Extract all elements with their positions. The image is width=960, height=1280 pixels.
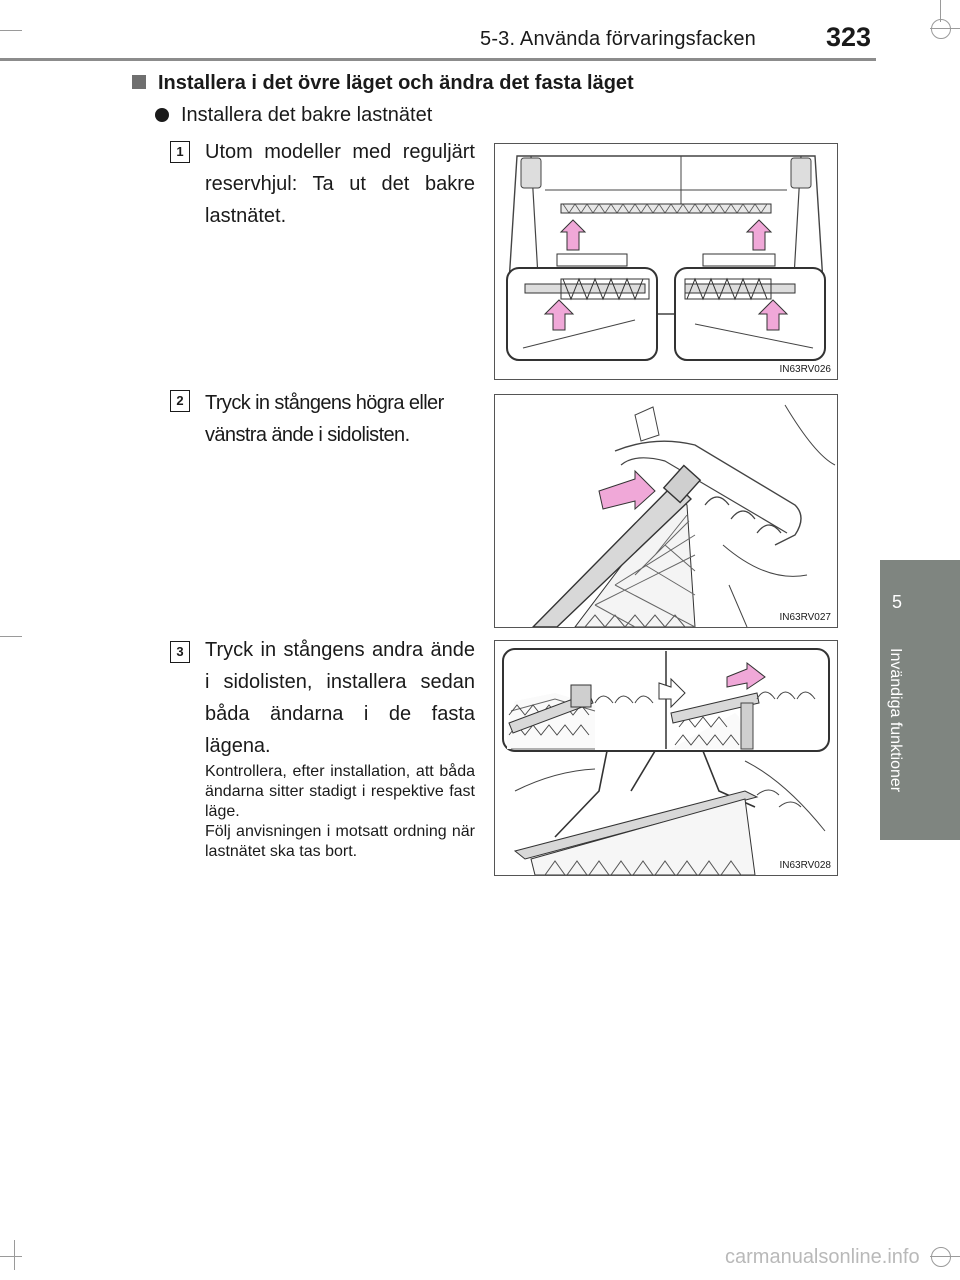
step-text-2: Tryck in stångens högra eller vänstra än…: [205, 392, 444, 446]
step-number-3: 3: [170, 641, 190, 663]
crop-circle: [931, 19, 951, 39]
crop-circle: [931, 1247, 951, 1267]
section-heading-text: Installera i det övre läget och ändra de…: [158, 72, 634, 94]
header-rule: [0, 58, 876, 61]
figure-code: IN63RV028: [779, 860, 831, 871]
crop-mark: [14, 1240, 15, 1270]
page-number: 323: [826, 22, 872, 52]
crop-mark: [0, 30, 22, 31]
crop-mark: [940, 0, 941, 22]
step-number-1: 1: [170, 141, 190, 163]
step-number-2: 2: [170, 390, 190, 412]
crop-mark: [0, 636, 22, 637]
figure-code: IN63RV026: [779, 364, 831, 375]
watermark: carmanualsonline.info: [725, 1246, 920, 1268]
square-bullet-icon: [132, 75, 146, 89]
round-bullet-icon: [155, 108, 169, 122]
chapter-title-text: Invändiga funktioner: [887, 648, 904, 793]
running-header-section: 5-3. Använda förvaringsfacken: [480, 28, 756, 50]
figure-remove-net: IN63RV026: [494, 143, 838, 380]
chapter-title: Invändiga funktioner: [882, 648, 912, 838]
subheading-text: Installera det bakre lastnätet: [181, 104, 433, 126]
chapter-side-tab: [880, 560, 960, 840]
chapter-number: 5: [891, 592, 902, 612]
step-text-1: Utom modeller med regul­järt reservhjul:…: [205, 141, 475, 227]
section-heading: Installera i det övre läget och ändra de…: [132, 72, 634, 95]
figure-fix-both-ends: IN63RV028: [494, 640, 838, 876]
bar-insertion-illustration: [532, 404, 836, 627]
figure-insert-bar-end: IN63RV027: [494, 394, 838, 628]
fixed-position-illustration: [502, 648, 830, 875]
step-note-text: Kontrollera, efter installation, att båd…: [205, 763, 475, 860]
figure-code: IN63RV027: [779, 612, 831, 623]
subheading: Installera det bakre lastnätet: [155, 104, 432, 127]
crop-mark: [0, 1256, 22, 1257]
step-text-3: Tryck in stångens andra ände i sidoliste…: [205, 639, 475, 757]
cargo-area-illustration: [506, 155, 826, 361]
step-note-3: Kontrollera, efter installation, att båd…: [205, 762, 475, 862]
